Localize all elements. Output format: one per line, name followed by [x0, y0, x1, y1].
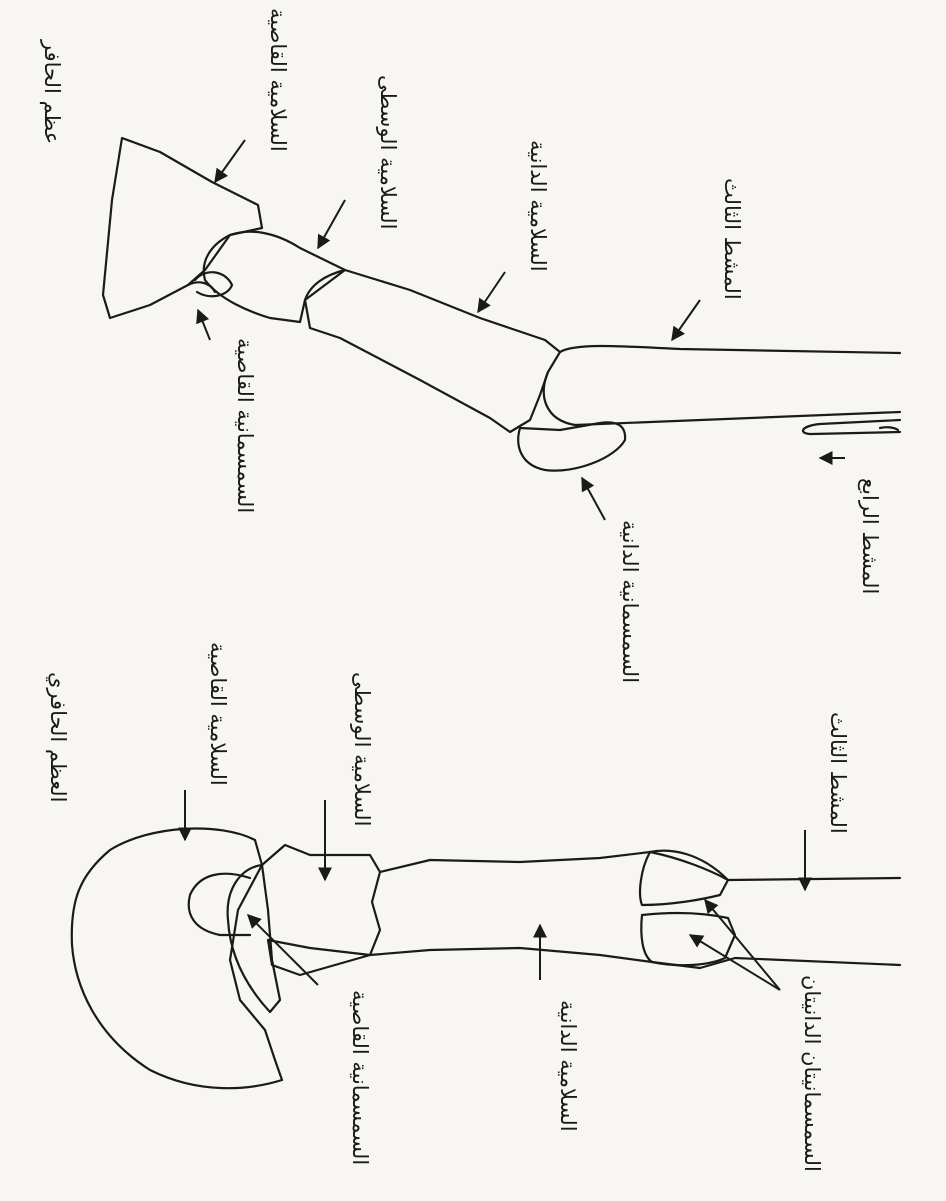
arrow-navicular	[198, 310, 210, 340]
label-metacarpal-4-top: المشط الرابع	[859, 478, 880, 594]
label-metacarpal-3-top: المشط الثالث	[721, 178, 742, 300]
proximal-sesamoid-dorsal-upper	[640, 852, 728, 905]
label-metacarpal-3-bottom: المشط الثالث	[827, 712, 848, 834]
hoof-bone-lateral	[103, 138, 262, 318]
arrow-metacarpal-3	[672, 300, 700, 340]
label-navicular-top: السلامية القاصية	[267, 8, 288, 152]
arrow-navicular-dorsal	[248, 915, 318, 985]
label-proximal-sesamoid-top: السمسمانية الدانية	[619, 520, 640, 683]
proximal-sesamoid-lateral	[518, 422, 625, 470]
arrow-proximal-sesamoid	[582, 478, 605, 520]
proximal-phalanx-dorsal	[380, 852, 650, 872]
lateral-view	[103, 138, 900, 520]
label-distal-phalanx-top: عظم الحافر	[41, 40, 62, 144]
metacarpal-3-dorsal-lower	[652, 958, 900, 968]
label-navicular-bottom: السمسمانية القاصية	[349, 990, 370, 1165]
metacarpal-4-lateral-inner	[880, 427, 898, 430]
label-distal-sesamoid-top: السمسمانية القاصية	[234, 338, 255, 513]
proximal-phalanx-dorsal-lower	[370, 948, 652, 962]
label-middle-phalanx-top: السلامية الوسطى	[377, 75, 398, 229]
label-proximal-sesamoids-bottom: السمسمانيتان الدانيتان	[801, 975, 822, 1172]
arrow-sesamoid-dorsal-b	[690, 935, 780, 990]
label-middle-phalanx-bottom: السلامية الوسطى	[351, 672, 372, 826]
dorsal-view	[72, 790, 900, 1088]
arrow-hoof-bone	[215, 140, 245, 182]
label-distal-phalanx-second-bottom: السلامية القاصية	[207, 642, 228, 786]
middle-phalanx-dorsal	[262, 845, 380, 955]
middle-phalanx-dorsal-base	[268, 940, 370, 975]
arrow-sesamoid-dorsal-a	[705, 900, 780, 990]
label-distal-phalanx-bottom: العظم الحافري	[47, 672, 68, 803]
arrow-proximal-phalanx	[478, 272, 505, 312]
proximal-sesamoid-dorsal-lower	[641, 913, 735, 965]
label-proximal-phalanx-bottom: السلامية الدانية	[557, 1000, 578, 1132]
navicular-lateral	[195, 272, 232, 296]
proximal-phalanx-lateral	[305, 270, 560, 432]
arrow-middle-phalanx	[318, 200, 345, 248]
metacarpal-3-lateral-lower	[544, 372, 900, 425]
metacarpal-3-lateral	[560, 346, 900, 353]
label-proximal-phalanx-top: السلامية الدانية	[527, 140, 548, 272]
metacarpal-3-dorsal	[650, 851, 900, 880]
